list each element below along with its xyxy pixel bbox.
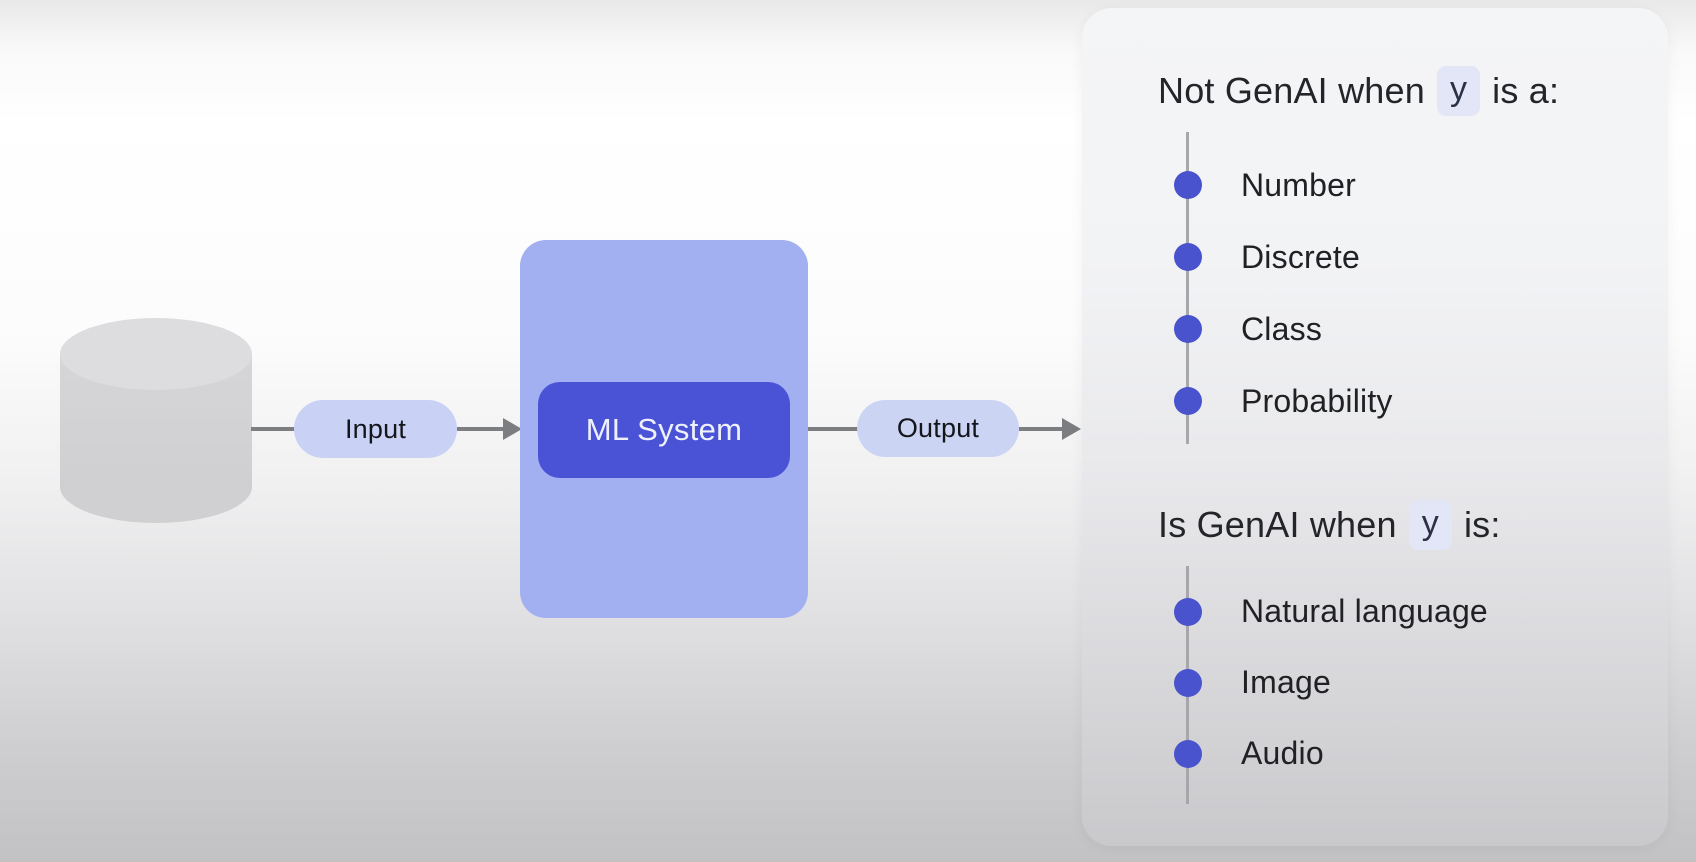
line-input-to-system: [457, 427, 505, 431]
list-item: Image: [1082, 647, 1668, 718]
list-item: Probability: [1082, 365, 1668, 437]
is-genai-heading: Is GenAI when y is:: [1158, 500, 1501, 550]
list-item-label: Class: [1241, 310, 1323, 347]
bullet-dot-icon: [1174, 387, 1202, 415]
list-item: Class: [1082, 293, 1668, 365]
not-genai-list: Number Discrete Class Probability: [1082, 149, 1668, 437]
database-cylinder-icon: [60, 318, 252, 523]
heading-prefix: Not GenAI when: [1158, 70, 1425, 111]
arrowhead-into-panel-icon: [1062, 418, 1081, 440]
list-item-label: Probability: [1241, 382, 1393, 419]
ml-system-label: ML System: [585, 412, 743, 447]
list-item-label: Natural language: [1241, 593, 1488, 629]
bullet-dot-icon: [1174, 739, 1202, 768]
list-item-label: Audio: [1241, 735, 1324, 771]
output-label: Output: [896, 413, 980, 443]
is-genai-list: Natural language Image Audio: [1082, 576, 1668, 789]
line-cylinder-to-input: [251, 427, 295, 431]
not-genai-heading: Not GenAI when y is a:: [1158, 66, 1559, 116]
bullet-dot-icon: [1174, 315, 1202, 343]
bullet-dot-icon: [1174, 668, 1202, 697]
line-output-to-panel: [1019, 427, 1063, 431]
heading-suffix: is a:: [1492, 70, 1560, 111]
genai-definition-panel: Not GenAI when y is a: Number Discrete C…: [1082, 8, 1668, 846]
list-item: Audio: [1082, 718, 1668, 789]
heading-prefix: Is GenAI when: [1158, 504, 1397, 545]
timeline-line-not-genai: [1186, 132, 1189, 444]
line-system-to-output: [808, 427, 858, 431]
bullet-dot-icon: [1174, 171, 1202, 199]
arrowhead-into-system-icon: [503, 418, 522, 440]
bullet-dot-icon: [1174, 597, 1202, 626]
input-label: Input: [344, 413, 407, 444]
output-pill: Output: [857, 400, 1019, 457]
heading-suffix: is:: [1463, 504, 1501, 545]
list-item-label: Discrete: [1241, 238, 1360, 275]
input-pill: Input: [294, 400, 457, 458]
ml-system-box: ML System: [538, 382, 790, 478]
list-item: Number: [1082, 149, 1668, 221]
variable-y-chip: y: [1436, 66, 1481, 116]
list-item: Natural language: [1082, 576, 1668, 647]
cylinder-top-ellipse: [60, 318, 252, 390]
variable-y-chip: y: [1408, 500, 1452, 550]
bullet-dot-icon: [1174, 243, 1202, 271]
list-item-label: Image: [1241, 664, 1331, 700]
list-item: Discrete: [1082, 221, 1668, 293]
list-item-label: Number: [1241, 166, 1357, 203]
